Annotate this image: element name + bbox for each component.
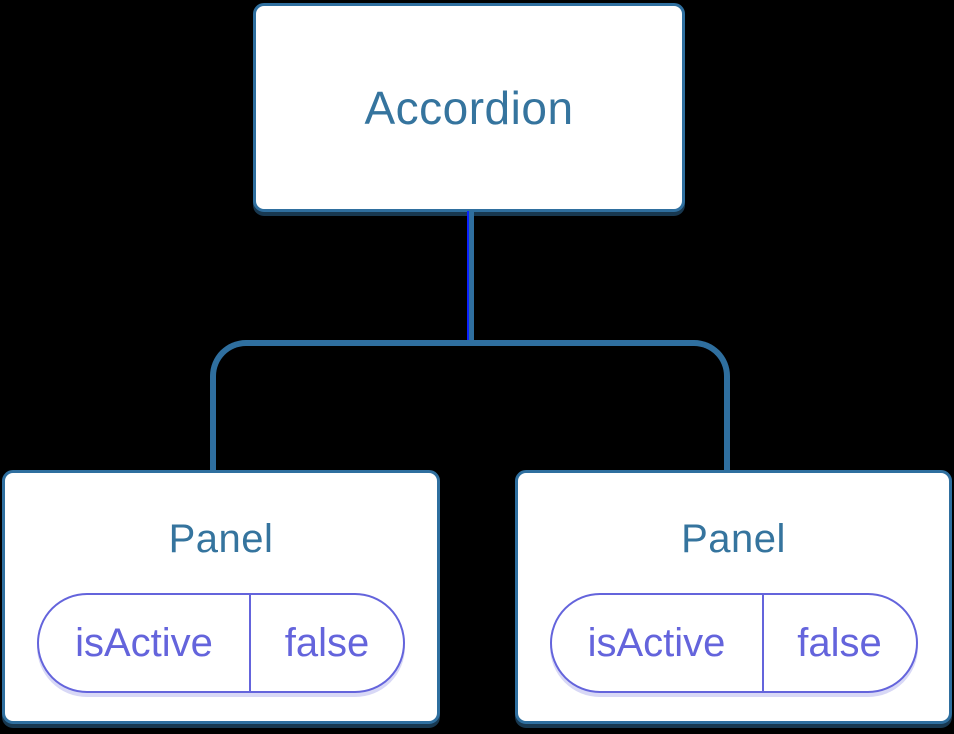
panel-right-label: Panel <box>681 517 786 561</box>
connector-stem <box>467 211 474 343</box>
panel-node-left: Panel isActive false <box>2 470 440 724</box>
connector-bracket <box>210 340 730 470</box>
panel-node-right: Panel isActive false <box>515 470 952 724</box>
accordion-node: Accordion <box>253 3 685 212</box>
state-key-left: isActive <box>39 595 251 691</box>
state-value-right: false <box>797 620 882 665</box>
state-pill-left: isActive false <box>37 593 405 693</box>
accordion-label: Accordion <box>364 81 574 134</box>
state-pill-right: isActive false <box>549 593 918 693</box>
state-key-right: isActive <box>552 595 764 691</box>
panel-left-label: Panel <box>168 517 274 561</box>
state-value-left: false <box>284 620 370 665</box>
